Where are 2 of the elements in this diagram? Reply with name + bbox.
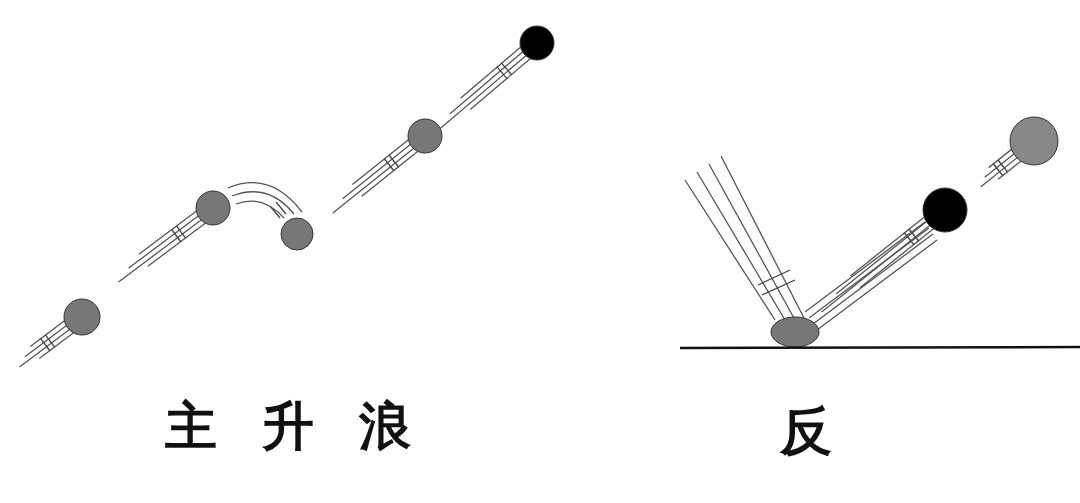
- caption-text: 主升浪: [165, 400, 456, 452]
- caption-text: 反: [780, 405, 832, 457]
